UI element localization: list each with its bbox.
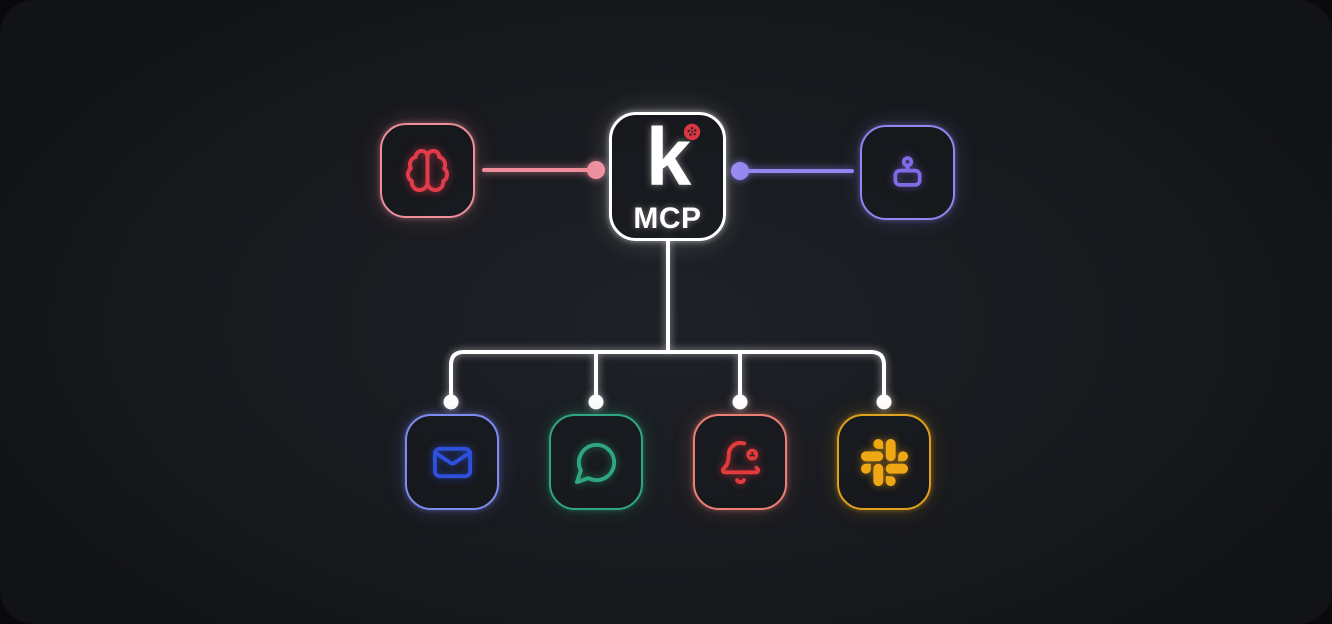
mail-icon [432, 446, 472, 478]
k-logo-letter: k [645, 111, 692, 203]
mcp-label: MCP [633, 201, 702, 235]
bell-dot-icon [720, 440, 760, 484]
joystick-icon [893, 156, 922, 187]
node-notifications [693, 414, 787, 510]
node-controller [860, 125, 955, 220]
node-chat [549, 414, 643, 510]
node-email [405, 414, 499, 510]
k-logo-dot-icon [684, 123, 701, 140]
brain-icon [405, 148, 450, 193]
k-logo: k [645, 111, 701, 203]
slack-icon [860, 438, 908, 486]
node-mcp: k MCP [609, 112, 726, 241]
node-ai-brain [380, 123, 475, 218]
node-slack [837, 414, 931, 510]
message-bubble-icon [574, 442, 616, 484]
